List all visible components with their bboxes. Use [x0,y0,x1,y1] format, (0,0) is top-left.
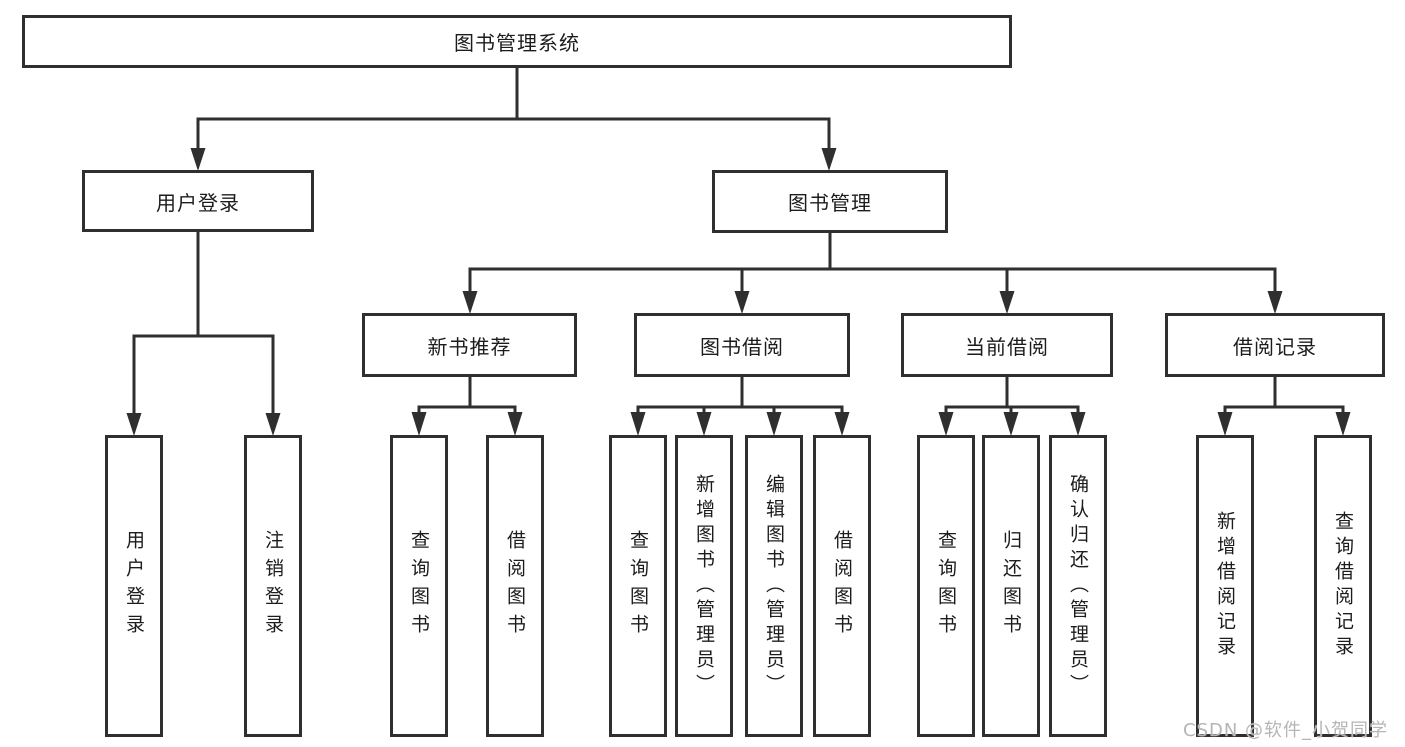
connector-current-borrow-to-leaves [938,376,1086,436]
leaf-add-borrow-record: 新增借阅记录 [1196,435,1254,737]
node-current-borrow: 当前借阅 [901,313,1113,377]
node-user-login: 用户登录 [82,170,314,232]
node-new-book-recommend: 新书推荐 [362,313,577,377]
leaf-logout: 注销登录 [244,435,302,737]
connector-new-book-recommend-to-leaves [411,376,523,436]
leaf-query-books-current: 查询图书 [917,435,975,737]
connector-book-management-to-level3 [462,232,1283,314]
connector-user-login-to-leaves [126,231,281,436]
leaf-edit-books-admin: 编辑图书（管理员） [745,435,803,737]
leaf-query-books-recommend: 查询图书 [390,435,448,737]
leaf-query-borrow-record: 查询借阅记录 [1314,435,1372,737]
leaf-add-books-admin: 新增图书（管理员） [675,435,733,737]
connector-borrow-records-to-leaves [1217,376,1351,436]
node-book-management: 图书管理 [712,170,948,233]
csdn-watermark: CSDN @软件_小贺同学 [1183,720,1389,741]
leaf-borrow-books: 借阅图书 [813,435,871,737]
node-borrow-records: 借阅记录 [1165,313,1385,377]
connector-root-to-level2 [190,68,837,171]
leaf-return-books: 归还图书 [982,435,1040,737]
connector-book-borrow-to-leaves [630,376,850,436]
leaf-query-books-borrow: 查询图书 [609,435,667,737]
leaf-user-login: 用户登录 [105,435,163,737]
node-book-borrow: 图书借阅 [634,313,850,377]
leaf-borrow-books-recommend: 借阅图书 [486,435,544,737]
node-root-system: 图书管理系统 [22,15,1012,68]
leaf-confirm-return-admin: 确认归还（管理员） [1049,435,1107,737]
